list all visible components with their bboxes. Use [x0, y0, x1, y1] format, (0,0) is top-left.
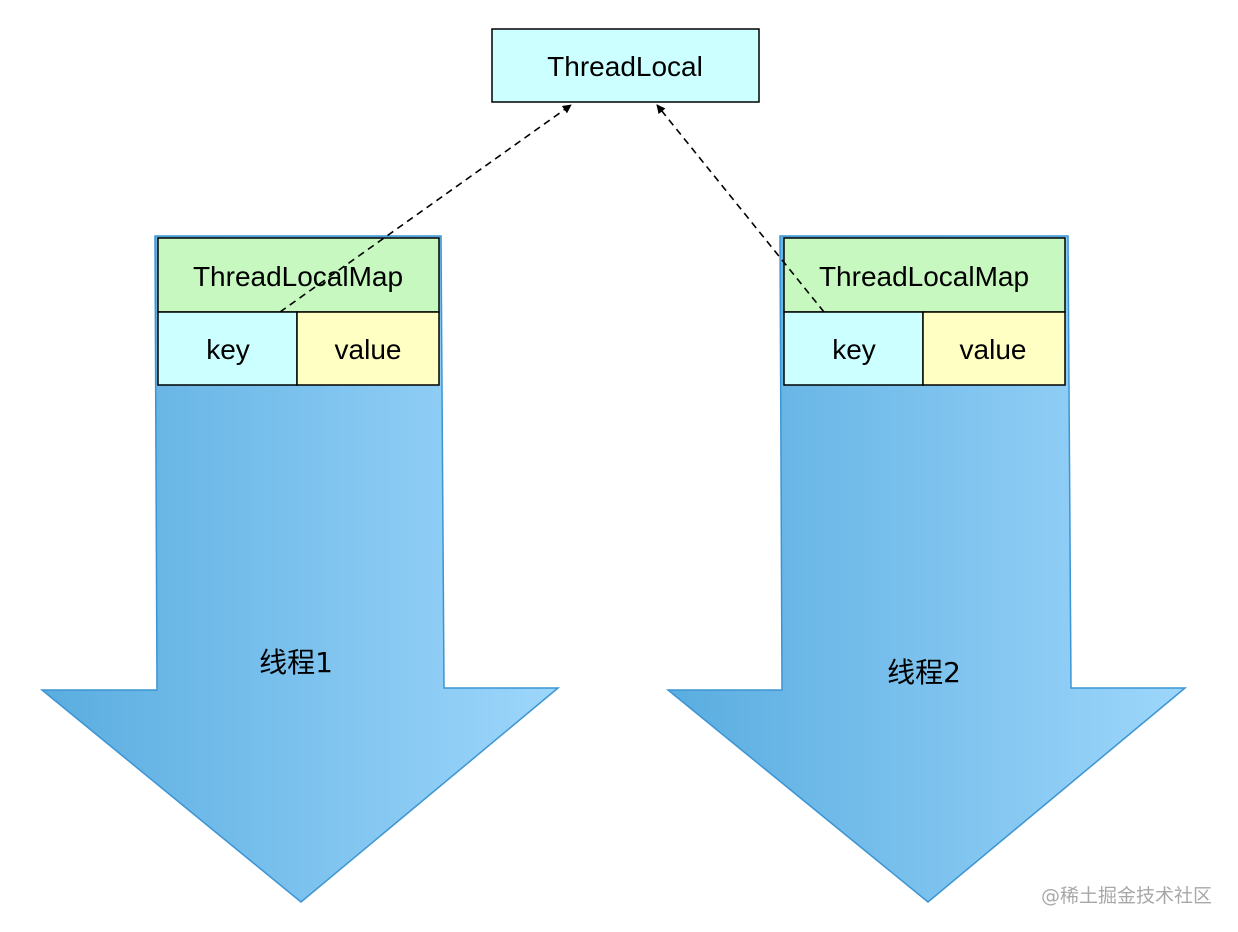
threadlocal-node: ThreadLocal: [491, 28, 760, 103]
thread-2-map-label: ThreadLocalMap: [819, 261, 1029, 292]
thread-2-key-label: key: [832, 334, 876, 365]
thread-2-map-header: [783, 237, 1066, 313]
thread-1-value-cell: [296, 311, 440, 386]
thread-1-arrow-group: 线程1: [39, 235, 561, 903]
thread-2-map: ThreadLocalMap key value: [783, 237, 1066, 386]
threadlocal-label: ThreadLocal: [547, 51, 703, 82]
thread-2-arrow-group: 线程2: [665, 235, 1188, 903]
thread-1-key-label: key: [206, 334, 250, 365]
thread-2-value-label: value: [960, 334, 1027, 365]
thread-1-map-header: [157, 237, 440, 313]
thread-2-label: 线程2: [887, 656, 961, 689]
thread-2-value-cell: [922, 311, 1066, 386]
thread-1-label: 线程1: [259, 646, 333, 679]
thread-2-key-cell: [783, 311, 924, 386]
thread-1-map: ThreadLocalMap key value: [157, 237, 440, 386]
thread-2-key-reference-arrow: [656, 104, 825, 313]
thread-1-key-cell: [157, 311, 298, 386]
watermark-text: @稀土掘金技术社区: [1041, 885, 1212, 907]
thread-1-map-label: ThreadLocalMap: [193, 261, 403, 292]
thread-1-value-label: value: [335, 334, 402, 365]
thread-2-arrow: [665, 235, 1188, 903]
thread-1-arrow: [39, 235, 561, 903]
threadlocal-box: [491, 28, 760, 103]
